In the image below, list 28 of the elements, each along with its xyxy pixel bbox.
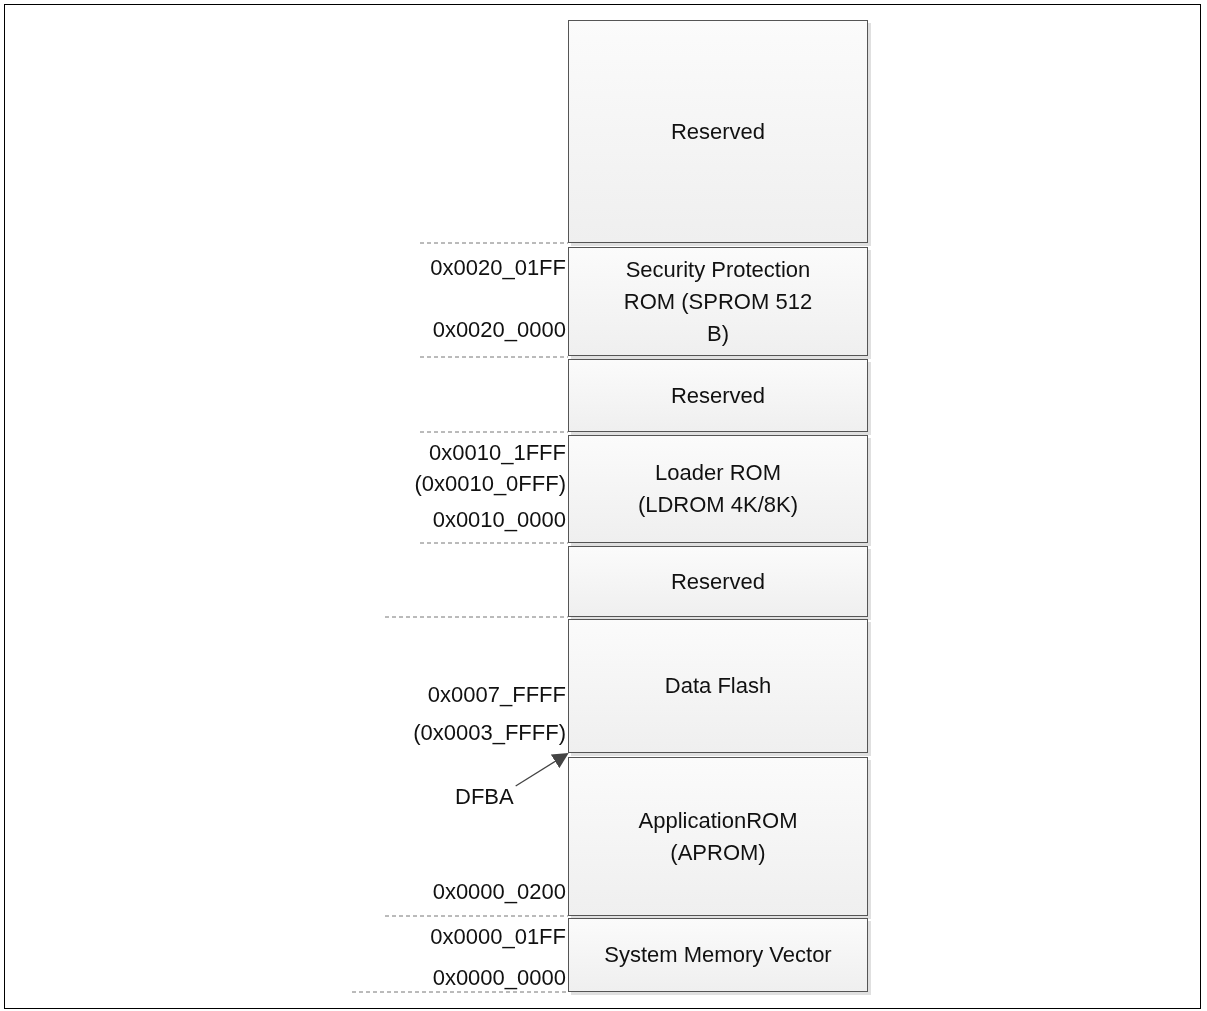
region-name: Reserved [669, 567, 767, 596]
address-label: 0x0000_01FF [430, 924, 566, 950]
address-label: 0x0010_1FFF [429, 440, 566, 466]
memory-region-block [568, 435, 868, 543]
memory-region-block [568, 757, 868, 916]
memory-region-block [568, 247, 868, 356]
pointer-label: DFBA [455, 784, 514, 810]
address-label: 0x0000_0000 [432, 965, 566, 991]
pointer-arrow [515, 752, 569, 787]
address-label: 0x0007_FFFF [427, 682, 566, 708]
memory-region-block [568, 20, 868, 243]
address-label: 0x0000_0200 [432, 879, 566, 905]
address-label: 0x0010_0000 [432, 507, 566, 533]
memory-region-block [568, 918, 868, 992]
region-name: System Memory Vector [603, 941, 833, 969]
region-name: Data Flash [663, 672, 773, 700]
memory-region-block [568, 619, 868, 753]
region-name: Loader ROM (LDROM 4K/8K) [636, 459, 800, 519]
region-name: ApplicationROM (APROM) [637, 806, 799, 867]
region-name: Reserved [669, 117, 767, 146]
memory-region-block [568, 359, 868, 432]
memory-region-block [568, 546, 868, 617]
region-name: Security Protection ROM (SPROM 512 B) [622, 255, 814, 348]
address-label: (0x0010_0FFF) [414, 471, 566, 497]
address-label: (0x0003_FFFF) [413, 720, 566, 746]
address-label: 0x0020_01FF [430, 255, 566, 281]
address-label: 0x0020_0000 [432, 317, 566, 343]
region-name: Reserved [669, 381, 767, 410]
